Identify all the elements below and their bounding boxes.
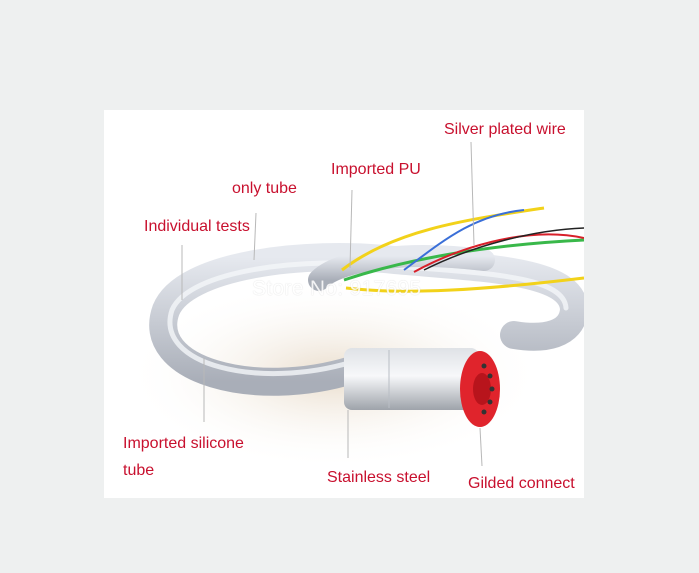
connector-pin (481, 363, 487, 369)
wire-blue (403, 209, 525, 271)
label-gilded-connect: Gilded connect (468, 475, 575, 492)
wire-black (423, 227, 584, 271)
leader-connect (479, 427, 483, 467)
label-individual-tests: Individual tests (144, 218, 250, 235)
wire-green (343, 238, 584, 282)
leader-silver (470, 141, 475, 246)
connector-pin (487, 399, 493, 405)
label-imported-silicone: Imported silicone (123, 435, 244, 452)
leader-only-tube (253, 212, 257, 261)
connector-pin (489, 386, 495, 392)
label-silver-plated-wire: Silver plated wire (444, 121, 566, 138)
silicone-tube (149, 243, 584, 396)
watermark-text: Store No: 917695 (252, 277, 422, 300)
tube-illustration (124, 141, 584, 470)
wire-yellow-1 (341, 206, 545, 272)
connector-pin (487, 373, 493, 379)
product-photo: Store No: 917695 (104, 110, 584, 498)
label-tube: tube (123, 462, 155, 479)
tube-highlight (167, 260, 569, 377)
label-only-tube: only tube (232, 180, 297, 197)
label-imported-pu: Imported PU (331, 161, 421, 178)
inner-tube (308, 245, 495, 291)
leader-pu (349, 189, 353, 269)
wire-yellow-2 (345, 276, 584, 293)
stainless-sleeve (344, 348, 479, 410)
label-stainless-steel: Stainless steel (327, 469, 431, 486)
connector-center (473, 373, 491, 405)
wire-red (413, 233, 584, 273)
connector-pin (481, 409, 487, 415)
